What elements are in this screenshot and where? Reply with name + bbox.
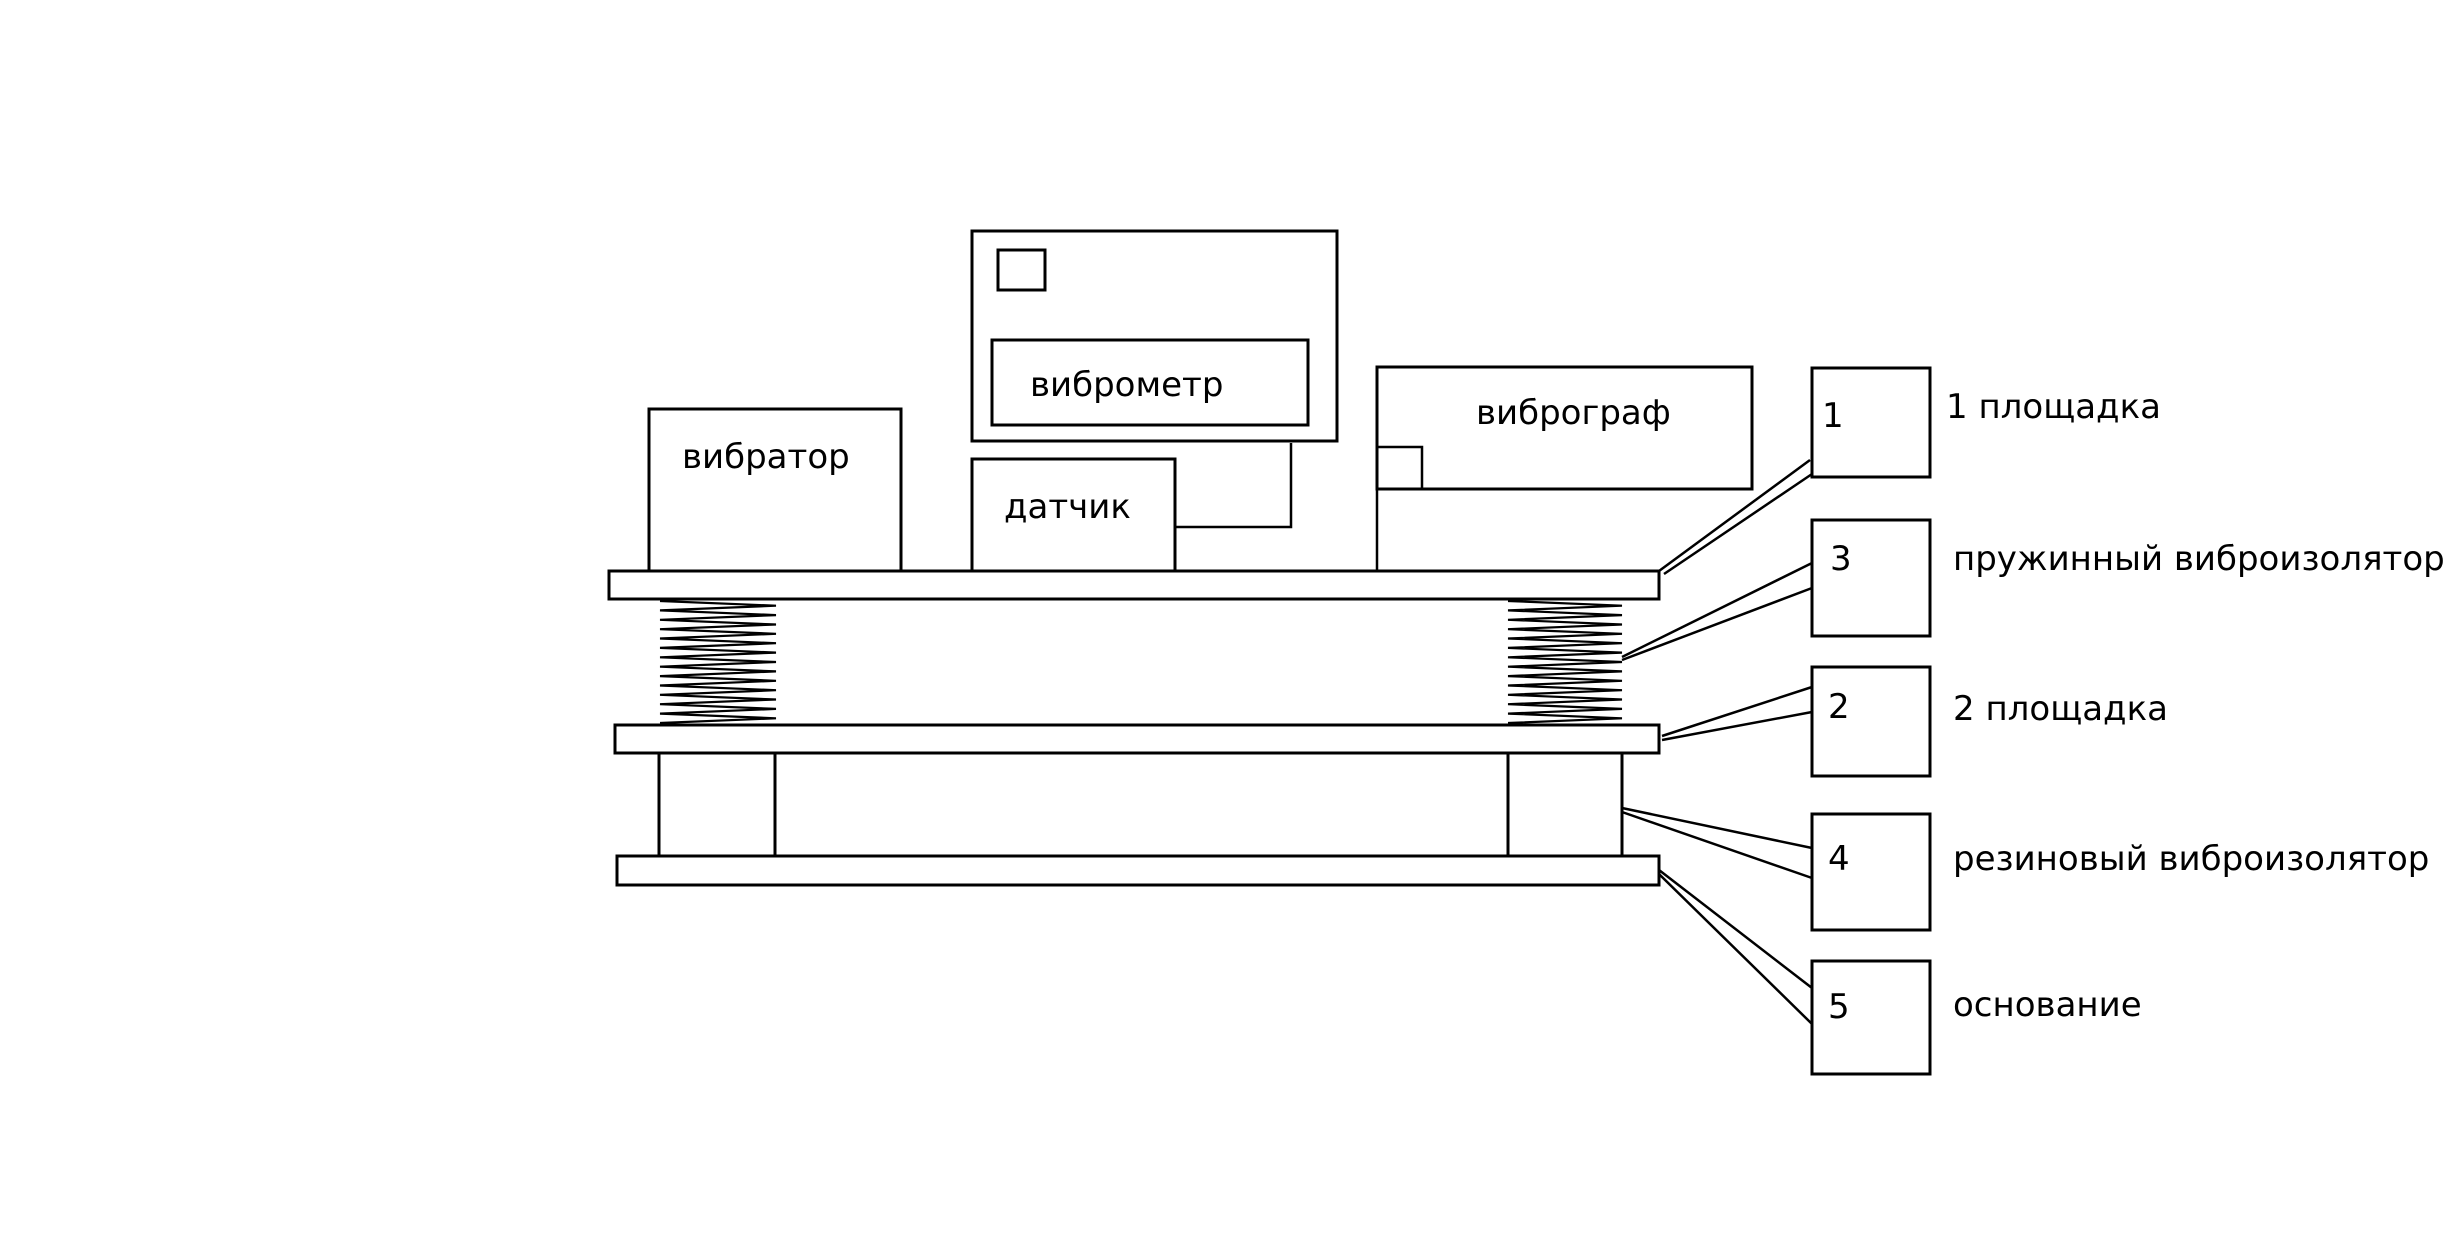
leader-lines — [1621, 458, 1813, 1025]
legend-label: 1 площадка — [1946, 387, 2161, 427]
vibrator-label: вибратор — [682, 437, 850, 477]
leader-5a — [1658, 869, 1813, 989]
legend-number-box — [1810, 812, 1932, 932]
legend-item: 5 основание — [1810, 959, 2142, 1076]
sensor-label: датчик — [1004, 487, 1131, 527]
legend-label: 2 площадка — [1953, 689, 2168, 729]
rubber-isolator-left — [657, 751, 777, 858]
leader-5b — [1658, 873, 1813, 1025]
legend-number-box — [1810, 959, 1932, 1076]
vibrometer-indicator — [996, 248, 1047, 292]
legend-number-box — [1810, 518, 1932, 638]
vibrometer-label: виброметр — [1030, 365, 1223, 405]
legend-item: 1 1 площадка — [1810, 366, 2161, 479]
sensor-box — [970, 457, 1177, 573]
leader-3a — [1621, 561, 1813, 659]
leader-2b — [1661, 710, 1813, 742]
legend-number-box — [1810, 366, 1932, 479]
legend-label: пружинный виброизолятор — [1953, 539, 2445, 579]
spring-isolator-left — [659, 599, 777, 725]
vibrograph-label: виброграф — [1476, 393, 1671, 433]
leader-3b — [1621, 586, 1813, 662]
leader-2a — [1661, 685, 1813, 738]
vibrograph-port — [1377, 445, 1424, 489]
vibrograph-box — [1375, 365, 1754, 491]
vibrator: вибратор — [647, 407, 903, 573]
legend-label: резиновый виброизолятор — [1953, 839, 2429, 879]
platform-2 — [613, 723, 1661, 755]
vibrograph: виброграф — [1375, 365, 1754, 571]
legend-item: 3 пружинный виброизолятор — [1810, 518, 2445, 638]
rubber-isolator-right — [1506, 751, 1624, 858]
legend-number-box — [1810, 665, 1932, 778]
legend-number: 5 — [1828, 987, 1850, 1027]
legend-number: 2 — [1828, 687, 1850, 727]
platform-1 — [607, 569, 1661, 601]
base-plate — [615, 854, 1661, 887]
leader-1b — [1663, 472, 1813, 576]
vibrator-box — [647, 407, 903, 573]
sensor: датчик — [970, 443, 1293, 573]
legend-label: основание — [1953, 985, 2142, 1025]
legend-number: 1 — [1822, 396, 1844, 436]
vibrometer: виброметр — [970, 229, 1339, 443]
legend-number: 4 — [1828, 839, 1850, 879]
leader-4b — [1621, 810, 1813, 880]
vibrometer-display — [990, 338, 1310, 427]
legend-item: 2 2 площадка — [1810, 665, 2168, 778]
sensor-cable — [1175, 443, 1293, 529]
spring-isolator-right — [1507, 599, 1623, 725]
legend: 1 1 площадка 3 пружинный виброизолятор 2… — [1810, 366, 2445, 1076]
leader-1a — [1658, 458, 1811, 573]
legend-item: 4 резиновый виброизолятор — [1810, 812, 2429, 932]
leader-4a — [1621, 806, 1813, 850]
legend-number: 3 — [1830, 539, 1852, 579]
